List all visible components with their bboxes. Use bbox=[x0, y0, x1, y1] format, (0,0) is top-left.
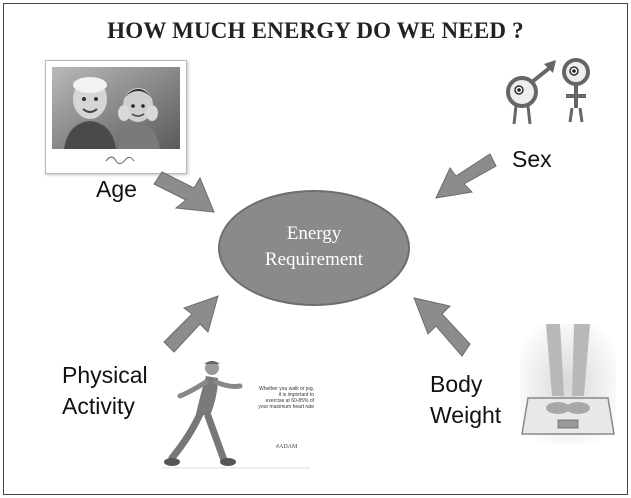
age-photo bbox=[45, 60, 187, 174]
energy-requirement-ellipse: Energy Requirement bbox=[217, 189, 411, 307]
arrows-layer bbox=[153, 153, 497, 357]
factor-body-weight-label: Body Weight bbox=[430, 369, 501, 431]
walking-person-illustration: Whether you walk or jog, it is important… bbox=[160, 356, 320, 474]
activity-caption-line3: exercise at 60-85% of bbox=[265, 398, 314, 404]
slide: HOW MUCH ENERGY DO WE NEED ? bbox=[3, 3, 628, 495]
factor-sex-label: Sex bbox=[512, 146, 552, 172]
center-label-line2: Requirement bbox=[264, 249, 364, 270]
activity-caption-line4: your maximum heart rate bbox=[258, 404, 314, 410]
physical-activity-line2: Activity bbox=[62, 393, 135, 419]
slide-title: HOW MUCH ENERGY DO WE NEED ? bbox=[107, 18, 524, 43]
body-weight-line1: Body bbox=[430, 371, 483, 397]
physical-activity-line1: Physical bbox=[62, 362, 148, 388]
scale-feet-photo bbox=[520, 324, 616, 444]
arrow-weight bbox=[413, 297, 471, 357]
activity-caption: Whether you walk or jog, it is important… bbox=[238, 386, 314, 410]
grandparent-child-photo bbox=[52, 67, 180, 164]
gender-symbols-icon bbox=[506, 58, 590, 125]
arrow-sex bbox=[435, 153, 497, 199]
factor-physical-activity-label: Physical Activity bbox=[62, 360, 148, 422]
center-label-line1: Energy bbox=[286, 223, 342, 244]
arrow-age bbox=[153, 171, 215, 213]
activity-caption-line1: Whether you walk or jog, bbox=[258, 386, 314, 392]
adam-brand: #ADAM bbox=[276, 444, 298, 450]
factor-age-label: Age bbox=[96, 176, 137, 202]
activity-caption-line2: it is important to bbox=[278, 392, 314, 398]
body-weight-line2: Weight bbox=[430, 402, 502, 428]
arrow-activity bbox=[163, 295, 219, 353]
